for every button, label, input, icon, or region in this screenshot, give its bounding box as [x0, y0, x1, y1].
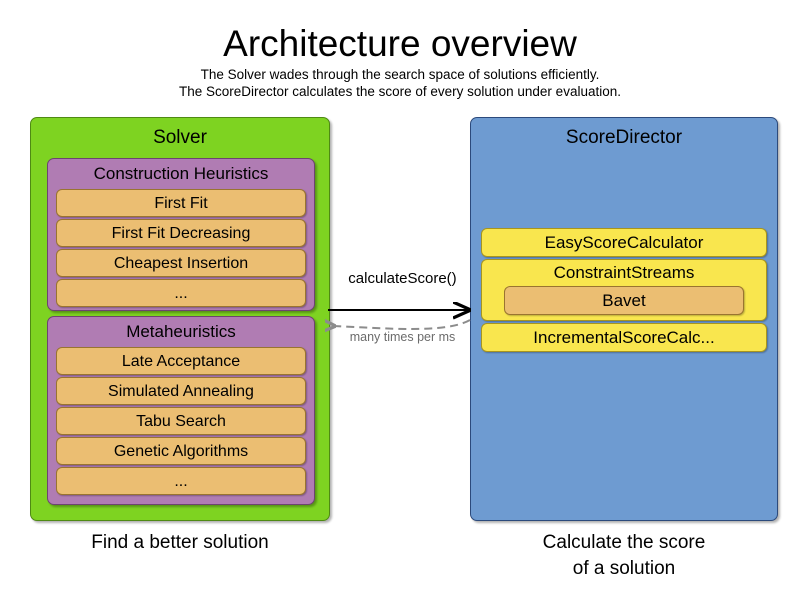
metaheuristics-group: Metaheuristics Late Acceptance Simulated…: [47, 316, 315, 505]
list-item: ConstraintStreams Bavet: [481, 259, 767, 321]
list-item: IncrementalScoreCalc...: [481, 323, 767, 352]
subtitle-line-1: The Solver wades through the search spac…: [200, 67, 600, 82]
calculate-score-label: calculateScore(): [348, 270, 457, 287]
solver-caption: Find a better solution: [91, 532, 269, 553]
many-times-per-ms-arrow: [333, 320, 471, 329]
many-times-per-ms-label: many times per ms: [349, 330, 456, 344]
score-director-caption-line-2: of a solution: [572, 558, 676, 579]
list-item: Genetic Algorithms: [56, 437, 306, 465]
list-item: First Fit: [56, 189, 306, 217]
diagram-header: Architecture overview The Solver wades t…: [0, 22, 800, 100]
score-director-panel-title: ScoreDirector: [565, 127, 683, 148]
subtitle-line-2: The ScoreDirector calculates the score o…: [179, 84, 621, 99]
bavet-item: Bavet: [504, 286, 744, 315]
construction-heuristics-group: Construction Heuristics First Fit First …: [47, 158, 315, 311]
list-item: ...: [56, 467, 306, 495]
score-director-caption-line-1: Calculate the score: [542, 532, 706, 553]
constraint-streams-label: ConstraintStreams: [553, 263, 695, 282]
list-item: ...: [56, 279, 306, 307]
list-item: EasyScoreCalculator: [481, 228, 767, 257]
list-item: Cheapest Insertion: [56, 249, 306, 277]
construction-heuristics-items: First Fit First Fit Decreasing Cheapest …: [56, 189, 306, 307]
list-item: Tabu Search: [56, 407, 306, 435]
score-calculator-list: EasyScoreCalculator ConstraintStreams Ba…: [481, 228, 767, 352]
score-director-caption: Calculate the score of a solution: [470, 530, 778, 582]
connector-arrows: [325, 258, 480, 358]
construction-heuristics-title: Construction Heuristics: [93, 164, 269, 183]
metaheuristics-title: Metaheuristics: [126, 322, 236, 341]
list-item: First Fit Decreasing: [56, 219, 306, 247]
solver-panel-title: Solver: [153, 127, 207, 148]
score-director-panel: ScoreDirector EasyScoreCalculator Constr…: [470, 117, 778, 521]
solver-panel: Solver Construction Heuristics First Fit…: [30, 117, 330, 521]
list-item: Late Acceptance: [56, 347, 306, 375]
metaheuristics-items: Late Acceptance Simulated Annealing Tabu…: [56, 347, 306, 495]
page-title: Architecture overview: [223, 23, 577, 64]
list-item: Simulated Annealing: [56, 377, 306, 405]
